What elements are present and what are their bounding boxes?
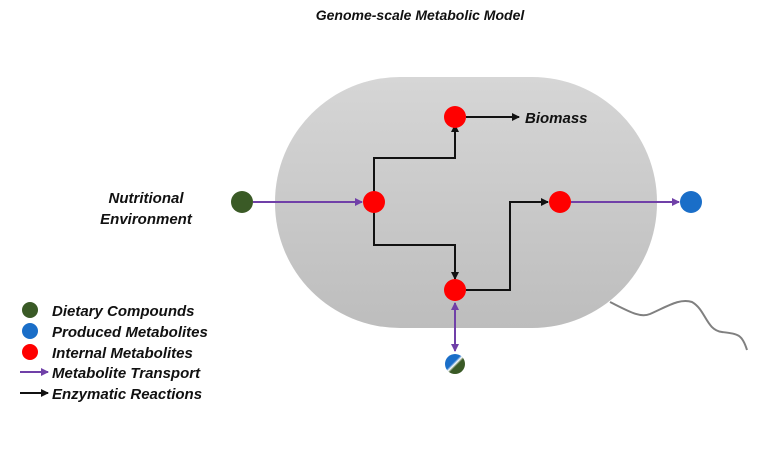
legend-dietary-label: Dietary Compounds (52, 303, 195, 320)
flagellum (609, 300, 748, 351)
cell-body (275, 77, 657, 328)
nutritional-label-line2: Environment (100, 211, 193, 228)
reaction-arrow-to-right-node (466, 198, 549, 291)
internal-metabolite-node-lower (444, 279, 466, 301)
legend-internal-label: Internal Metabolites (52, 345, 193, 362)
nutritional-label-line1: Nutritional (109, 190, 185, 207)
legend-internal-dot (22, 344, 38, 360)
internal-metabolite-node-right (549, 191, 571, 213)
dietary-compound-node (231, 191, 253, 213)
reaction-arrow-to-lower-node (373, 212, 459, 280)
legend: Dietary Compounds Produced Metabolites I… (20, 302, 208, 403)
internal-metabolite-node-entry (363, 191, 385, 213)
biomass-label: Biomass (525, 110, 588, 127)
legend-produced-dot (22, 323, 38, 339)
diagram-title: Genome-scale Metabolic Model (316, 7, 526, 23)
legend-produced-label: Produced Metabolites (52, 324, 208, 341)
legend-enzymatic-label: Enzymatic Reactions (52, 386, 202, 403)
internal-metabolite-node-upper (444, 106, 466, 128)
reaction-arrow-to-upper-node (373, 124, 459, 202)
exchange-metabolite-node (445, 354, 465, 374)
produced-metabolite-node (680, 191, 702, 213)
legend-dietary-dot (22, 302, 38, 318)
legend-transport-label: Metabolite Transport (52, 365, 201, 382)
